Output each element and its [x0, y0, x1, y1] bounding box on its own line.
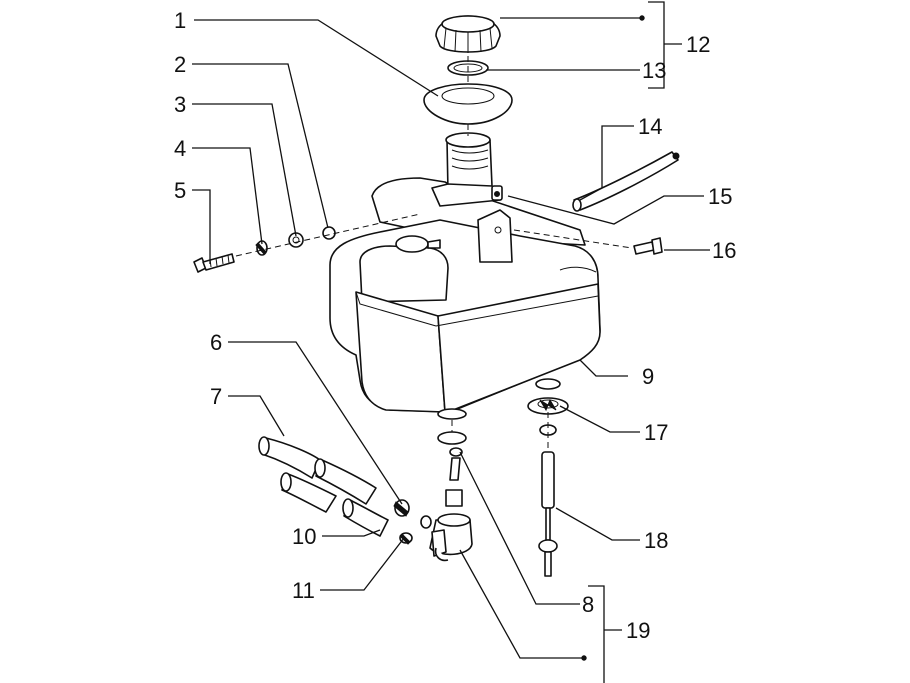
callout-11: 11 — [292, 578, 315, 603]
callout-5: 5 — [174, 178, 186, 203]
callout-14: 14 — [638, 114, 662, 139]
callout-1: 1 — [174, 8, 186, 33]
fuel-tap-assembly — [399, 420, 473, 562]
callout-19: 19 — [626, 618, 650, 643]
callout-16: 16 — [712, 238, 736, 263]
callout-6: 6 — [210, 330, 222, 355]
callout-9: 9 — [642, 364, 654, 389]
callout-18: 18 — [644, 528, 668, 553]
callout-15: 15 — [708, 184, 732, 209]
callout-12: 12 — [686, 32, 710, 57]
breather-hose — [513, 151, 680, 255]
group-brackets — [588, 1, 682, 683]
callout-10: 10 — [292, 524, 316, 549]
leader-lines — [192, 15, 710, 661]
filler-cap-assembly — [423, 15, 513, 136]
callout-4: 4 — [174, 136, 186, 161]
left-fasteners — [193, 213, 421, 273]
fuel-hoses — [258, 436, 410, 537]
callout-3: 3 — [174, 92, 186, 117]
fuel-tank — [329, 132, 601, 420]
callout-7: 7 — [210, 384, 222, 409]
fuel-level-sender — [527, 397, 569, 577]
callout-8: 8 — [582, 592, 594, 617]
callout-13: 13 — [642, 58, 666, 83]
callout-2: 2 — [174, 52, 186, 77]
callout-labels: 1 2 3 4 5 6 7 8 9 10 11 12 13 14 15 16 1… — [174, 8, 736, 643]
callout-17: 17 — [644, 420, 668, 445]
